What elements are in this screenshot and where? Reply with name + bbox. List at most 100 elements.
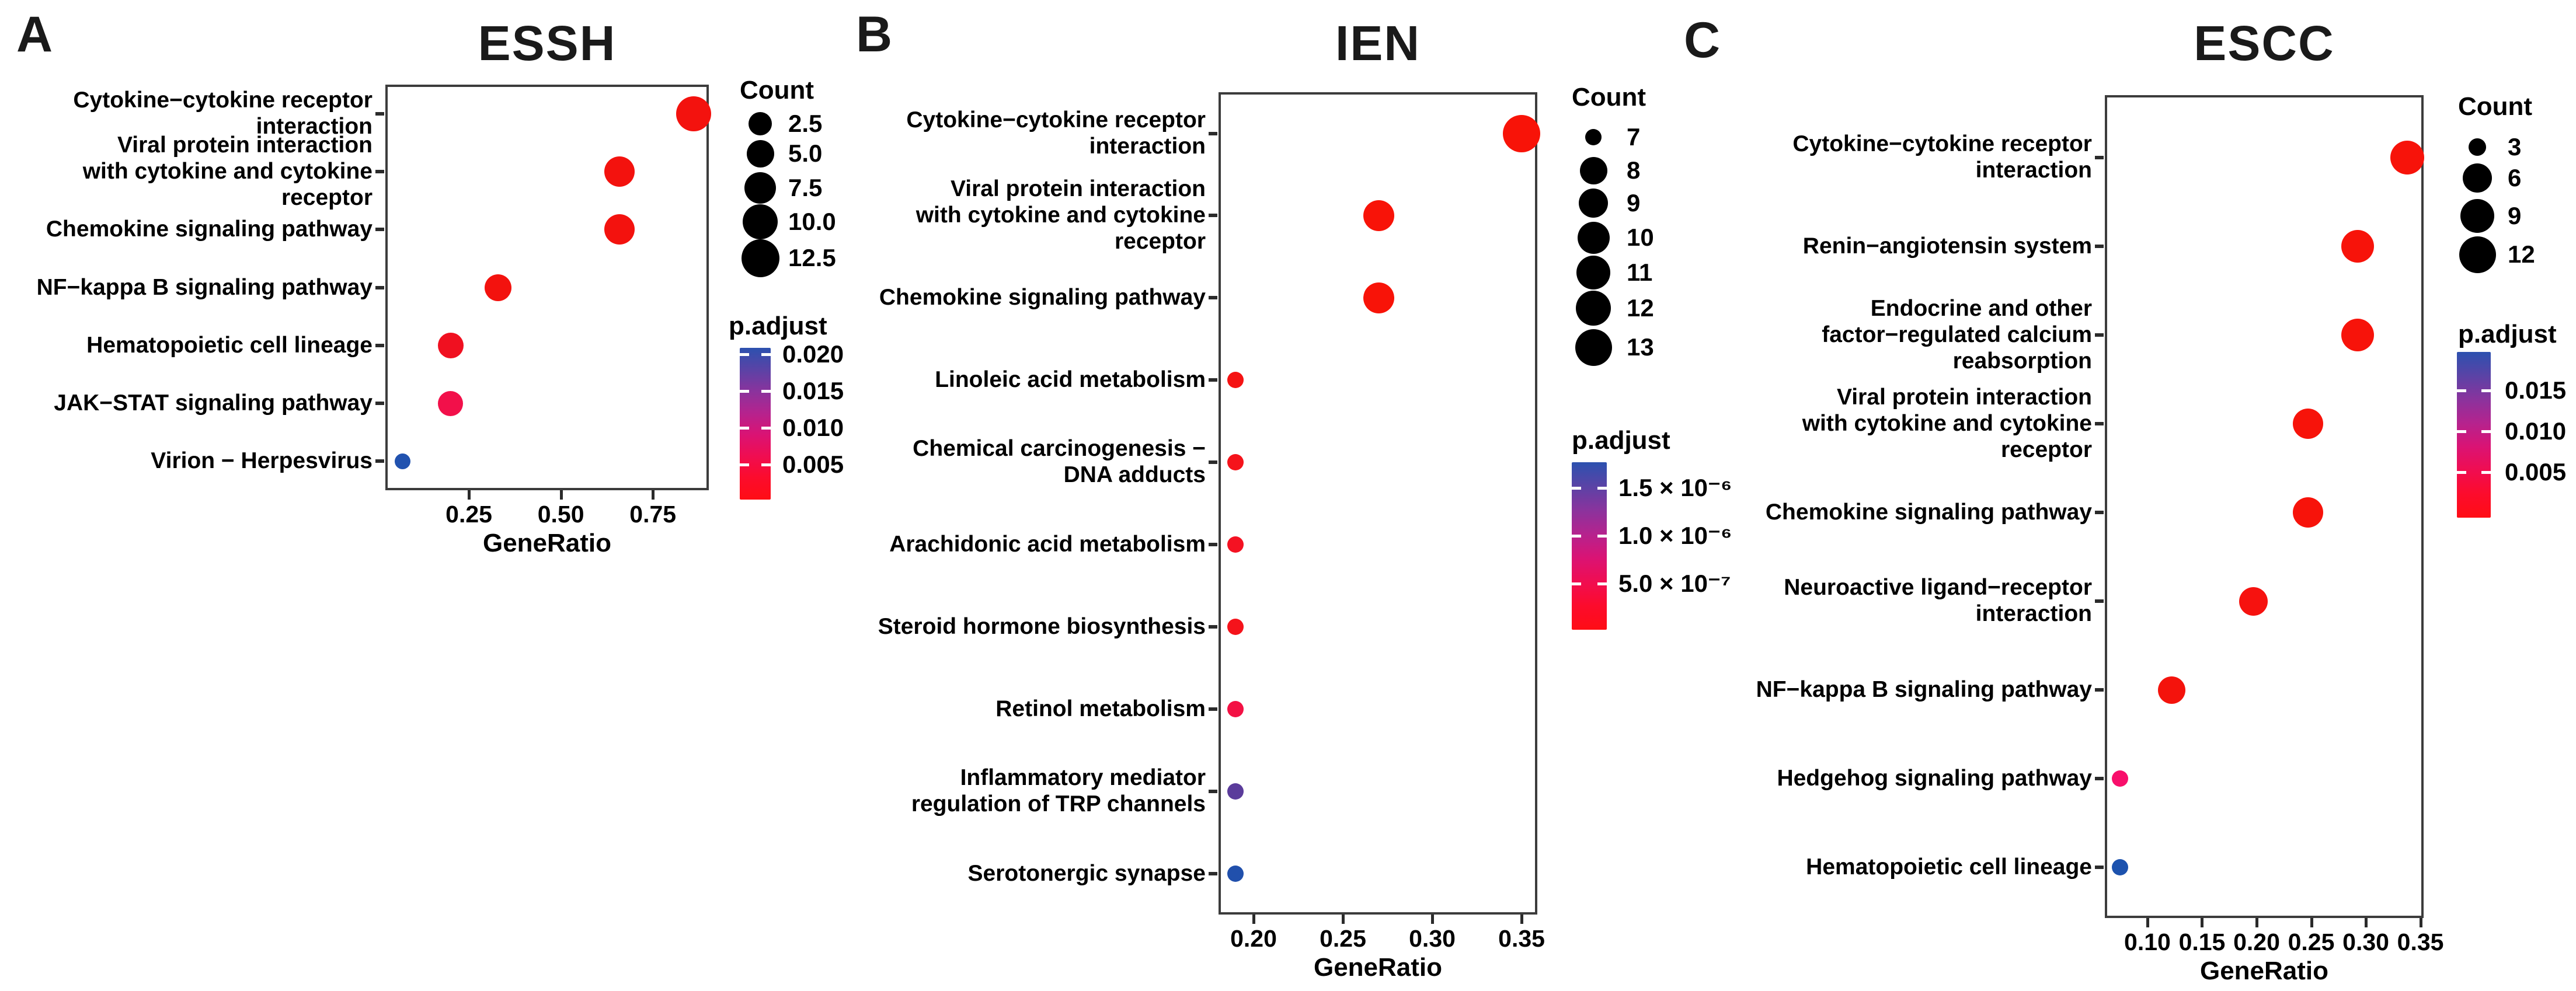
count-legend-label: 2.5 (788, 110, 823, 137)
padjust-colorbar-tick (1597, 487, 1607, 490)
y-axis-label: Renin−angiotensin system (1802, 233, 2092, 259)
data-point (1227, 619, 1244, 635)
data-point (2112, 770, 2129, 787)
data-point (1227, 454, 1244, 470)
padjust-colorbar-tick (2457, 471, 2466, 474)
count-legend-dot (1577, 221, 1610, 254)
count-legend-label: 5.0 (788, 139, 823, 167)
y-axis-label: Viral protein interaction with cytokine … (1802, 384, 2092, 462)
y-tick (375, 286, 384, 289)
count-legend-label: 13 (1627, 333, 1654, 361)
count-legend-dot (743, 204, 778, 239)
y-axis-label: Hedgehog signaling pathway (1777, 765, 2092, 791)
padjust-colorbar-tick (1572, 535, 1581, 538)
padjust-colorbar-tick (2457, 389, 2466, 392)
count-legend-label: 3 (2508, 133, 2522, 160)
padjust-legend-title: p.adjust (729, 312, 827, 340)
x-tick (652, 490, 655, 500)
padjust-colorbar-tick (1572, 582, 1581, 585)
count-legend-dot (2463, 163, 2492, 193)
x-tick (2365, 918, 2368, 927)
x-tick-label: 0.15 (2178, 929, 2226, 955)
count-legend-label: 12.5 (788, 244, 836, 271)
y-axis-label: Steroid hormone biosynthesis (878, 613, 1206, 639)
padjust-colorbar-tick (761, 463, 771, 466)
x-tick (1252, 915, 1255, 924)
count-legend-label: 10.0 (788, 208, 836, 235)
x-tick (2419, 918, 2422, 927)
y-axis-label: Serotonergic synapse (967, 860, 1206, 886)
y-tick (1209, 132, 1217, 135)
x-tick-label: 0.30 (2342, 929, 2389, 955)
y-tick (1209, 378, 1217, 382)
y-tick (375, 344, 384, 347)
y-tick (375, 402, 384, 405)
y-axis-label: Cytokine−cytokine receptor interaction (73, 88, 373, 139)
padjust-colorbar-tick (740, 463, 749, 466)
data-point (1503, 115, 1541, 152)
y-axis-label: Chemical carcinogenesis − DNA adducts (913, 436, 1206, 487)
x-tick (2255, 918, 2258, 927)
count-legend-dot (2460, 199, 2494, 233)
data-point (2292, 497, 2323, 528)
x-tick (2201, 918, 2204, 927)
data-point (1227, 372, 1244, 388)
x-tick-label: 0.10 (2124, 929, 2171, 955)
padjust-colorbar-tick (761, 427, 771, 430)
panel-letter: A (16, 6, 53, 62)
y-axis-label: NF−kappa B signaling pathway (36, 274, 373, 300)
data-point (676, 96, 711, 131)
y-axis-label: Neuroactive ligand−receptor interaction (1784, 575, 2092, 626)
y-tick (1209, 214, 1217, 217)
count-legend-label: 6 (2508, 164, 2522, 191)
padjust-tick-label: 0.020 (782, 340, 844, 368)
count-legend-label: 12 (2508, 240, 2535, 268)
data-point (2292, 409, 2323, 439)
data-point (604, 156, 635, 187)
padjust-tick-label: 5.0 × 10⁻⁷ (1618, 570, 1731, 597)
x-tick (1520, 915, 1524, 924)
x-axis-title: GeneRatio (1313, 953, 1443, 982)
count-legend-dot (1576, 291, 1611, 326)
padjust-colorbar (740, 348, 771, 500)
y-axis-label: Chemokine signaling pathway (1765, 499, 2092, 525)
data-point (1363, 282, 1394, 313)
y-axis-label: Hematopoietic cell lineage (1806, 854, 2092, 880)
count-legend-dot (1579, 156, 1607, 184)
padjust-tick-label: 1.5 × 10⁻⁶ (1618, 474, 1732, 501)
y-axis-label: Cytokine−cytokine receptor interaction (906, 107, 1206, 159)
y-tick (2095, 688, 2104, 692)
data-point (485, 274, 512, 301)
data-point (2112, 859, 2129, 875)
y-tick (1209, 625, 1217, 629)
count-legend-dot (746, 139, 774, 168)
padjust-tick-label: 0.005 (2505, 458, 2567, 486)
panel-letter: B (856, 6, 893, 62)
x-tick-label: 0.25 (2288, 929, 2335, 955)
x-tick-label: 0.50 (537, 501, 584, 528)
plot-area (2105, 95, 2424, 918)
x-tick (2146, 918, 2149, 927)
count-legend-label: 7.5 (788, 174, 823, 201)
padjust-colorbar-tick (1572, 487, 1581, 490)
padjust-colorbar-tick (740, 390, 749, 393)
y-tick (1209, 543, 1217, 546)
padjust-tick-label: 0.010 (782, 414, 844, 441)
count-legend-title: Count (740, 76, 814, 104)
y-tick (375, 112, 384, 116)
panel-title: ESSH (478, 16, 617, 71)
count-legend-dot (749, 112, 772, 135)
panel-letter: C (1684, 12, 1721, 68)
y-tick (1209, 790, 1217, 793)
padjust-tick-label: 0.015 (2505, 376, 2567, 404)
padjust-colorbar-tick (761, 353, 771, 356)
y-tick (2095, 156, 2104, 159)
padjust-colorbar-tick (2481, 389, 2491, 392)
padjust-colorbar-tick (2457, 430, 2466, 433)
y-tick (1209, 872, 1217, 875)
data-point (1363, 200, 1394, 231)
count-legend-label: 9 (2508, 202, 2522, 229)
y-axis-label: Retinol metabolism (995, 696, 1206, 721)
data-point (1227, 536, 1244, 553)
y-axis-label: Chemokine signaling pathway (46, 216, 373, 242)
